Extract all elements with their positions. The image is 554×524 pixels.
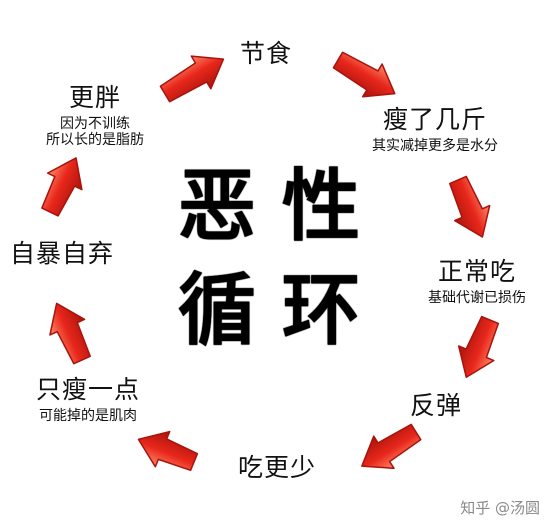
node-title: 节食 xyxy=(240,39,293,68)
node-title: 反弹 xyxy=(410,391,463,420)
node-subtitle: 因为不训练 所以长的是脂肪 xyxy=(46,115,144,148)
node-rebound: 反弹 xyxy=(410,391,463,421)
cycle-arrow xyxy=(332,51,396,98)
watermark: 知乎 @汤圆 xyxy=(460,499,540,517)
node-lose: 瘦了几斤 其实减掉更多是水分 xyxy=(372,105,498,154)
node-title: 正常吃 xyxy=(437,257,516,286)
cycle-arrow xyxy=(457,315,500,379)
node-title: 自暴自弃 xyxy=(10,239,115,268)
cycle-arrow xyxy=(361,423,422,470)
node-subtitle: 其实减掉更多是水分 xyxy=(372,137,498,154)
cycle-arrow xyxy=(41,157,83,217)
node-title: 更胖 xyxy=(68,83,121,112)
node-title: 吃更少 xyxy=(238,453,317,482)
cycle-arrow xyxy=(137,430,199,472)
node-normal: 正常吃 基础代谢已损伤 xyxy=(428,257,526,306)
cycle-arrow xyxy=(448,175,491,238)
center-title-line1: 恶性 xyxy=(178,162,387,252)
cycle-arrow xyxy=(159,55,225,103)
node-fatter: 更胖 因为不训练 所以长的是脂肪 xyxy=(46,83,144,148)
node-subtitle: 可能掉的是肌肉 xyxy=(39,407,137,424)
node-title: 瘦了几斤 xyxy=(382,105,487,134)
node-dot: 只瘦一点 可能掉的是肌肉 xyxy=(36,375,141,424)
center-title-line2: 循环 xyxy=(178,266,387,356)
node-subtitle: 基础代谢已损伤 xyxy=(428,289,526,306)
cycle-arrow xyxy=(49,302,91,365)
node-diet: 节食 xyxy=(240,39,293,69)
node-title: 只瘦一点 xyxy=(36,375,141,404)
node-giveup: 自暴自弃 xyxy=(10,239,115,269)
node-eatless: 吃更少 xyxy=(238,453,317,483)
